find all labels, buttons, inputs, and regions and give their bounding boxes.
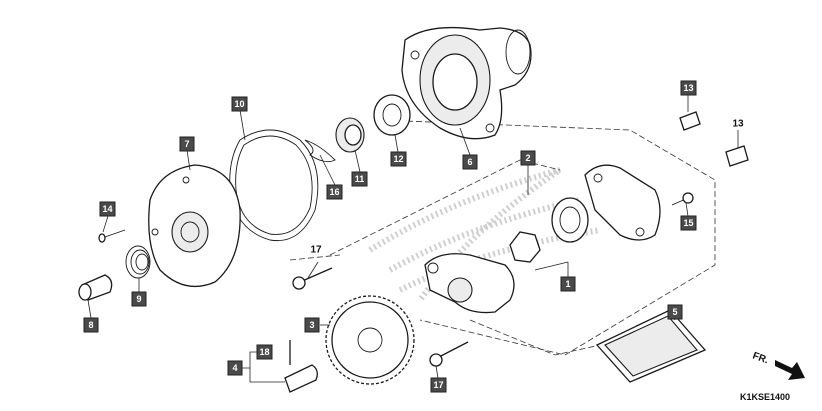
oil-seal-part — [373, 94, 411, 136]
callout-14: 14 — [99, 201, 116, 217]
bushing-part — [335, 117, 365, 153]
housing-part — [401, 26, 532, 140]
callout-1: 1 — [560, 276, 576, 292]
strainer-part — [595, 309, 707, 383]
svg-text:7: 7 — [184, 139, 189, 149]
diagram-code: K1KSE1400 — [740, 392, 790, 402]
callout-15: 15 — [680, 215, 697, 231]
screw-part — [671, 192, 694, 206]
callout-16: 16 — [326, 184, 343, 200]
callout-12: 12 — [390, 151, 407, 167]
pin-part — [284, 340, 318, 393]
plunger-part — [78, 274, 113, 301]
outer-rotor-part — [551, 197, 589, 243]
svg-text:3: 3 — [309, 320, 314, 330]
svg-text:13: 13 — [732, 119, 744, 130]
callout-7: 7 — [179, 136, 195, 152]
callout-11: 11 — [351, 171, 368, 187]
assembly-outline — [289, 119, 716, 356]
leader-lines — [87, 95, 739, 383]
callout-13-plain: 13 — [732, 119, 744, 130]
callout-4: 4 — [227, 360, 243, 376]
svg-text:5: 5 — [672, 307, 677, 317]
svg-text:14: 14 — [102, 204, 112, 214]
callout-17-plain: 17 — [310, 245, 322, 256]
callout-13-boxed: 13 — [680, 80, 697, 96]
small-bolt-part — [98, 229, 126, 243]
cover-part — [148, 164, 241, 288]
dowel-pin-part — [679, 111, 749, 167]
inner-rotor-part — [509, 231, 541, 263]
clip-part — [304, 139, 336, 163]
svg-text:13: 13 — [683, 83, 693, 93]
callout-2: 2 — [520, 150, 536, 166]
callout-17-boxed: 17 — [430, 377, 447, 393]
svg-text:12: 12 — [393, 154, 403, 164]
svg-text:15: 15 — [683, 218, 693, 228]
pump-body-part — [424, 253, 515, 314]
svg-text:10: 10 — [234, 99, 244, 109]
svg-text:17: 17 — [310, 245, 322, 256]
gasket-part — [229, 129, 319, 242]
callout-3: 3 — [304, 317, 320, 333]
svg-text:6: 6 — [467, 157, 472, 167]
callout-10: 10 — [231, 96, 248, 112]
svg-text:9: 9 — [136, 294, 141, 304]
svg-text:2: 2 — [525, 153, 530, 163]
front-direction-arrow: FR. — [751, 350, 805, 380]
svg-text:1: 1 — [565, 279, 570, 289]
spring-part — [125, 245, 151, 279]
gear-part — [325, 295, 415, 385]
pump-cover-part — [584, 164, 661, 241]
svg-text:4: 4 — [232, 363, 237, 373]
bolt-upper-part — [292, 267, 333, 290]
callout-5: 5 — [667, 304, 683, 320]
svg-text:16: 16 — [329, 187, 339, 197]
svg-text:11: 11 — [355, 174, 365, 184]
callout-6: 6 — [462, 154, 478, 170]
svg-text:17: 17 — [433, 380, 443, 390]
svg-text:18: 18 — [259, 347, 269, 357]
bolt-lower-part — [429, 341, 469, 367]
callout-8: 8 — [83, 317, 99, 333]
callout-9: 9 — [131, 291, 147, 307]
callout-18: 18 — [256, 344, 273, 360]
svg-text:FR.: FR. — [751, 350, 770, 366]
svg-text:8: 8 — [88, 320, 93, 330]
